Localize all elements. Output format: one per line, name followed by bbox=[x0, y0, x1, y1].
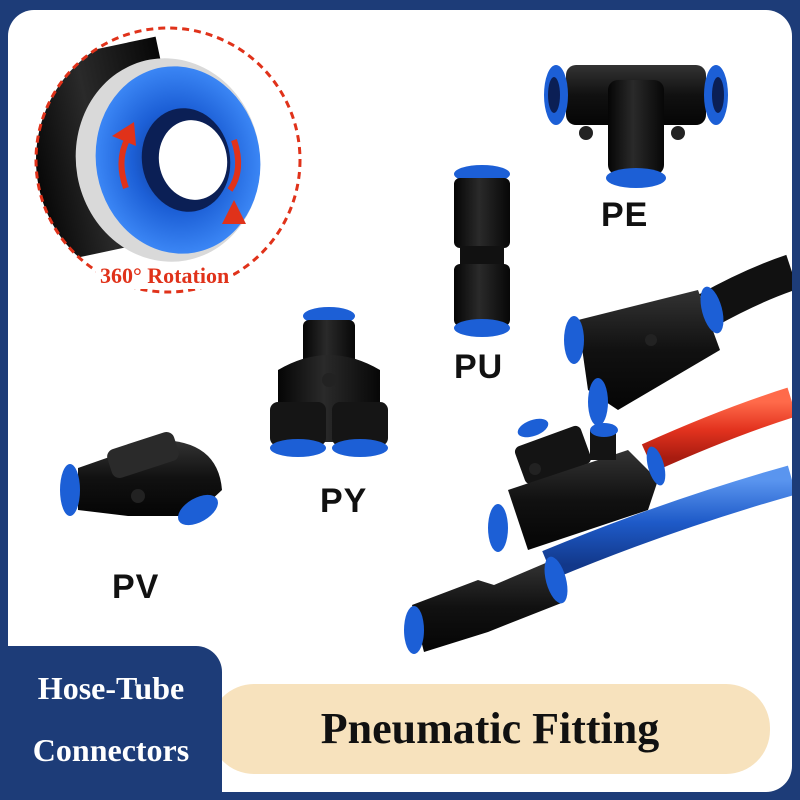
pu-label: PU bbox=[454, 348, 504, 386]
pv-label: PV bbox=[112, 568, 160, 606]
py-label: PY bbox=[320, 482, 368, 520]
product-illustration bbox=[34, 26, 792, 654]
badge-line-2: Connectors bbox=[32, 732, 190, 768]
badge-line-1: Hose-Tube bbox=[37, 670, 185, 706]
product-panel: 360° Rotation PE PU PY PV bbox=[8, 10, 792, 792]
pe-fitting bbox=[544, 65, 728, 188]
title-banner: Pneumatic Fitting bbox=[210, 684, 770, 774]
rotation-caption: 360° Rotation bbox=[96, 263, 234, 289]
rotation-detail bbox=[34, 26, 302, 294]
banner-title: Pneumatic Fitting bbox=[320, 704, 660, 753]
tube-assembly bbox=[404, 254, 792, 654]
pe-label: PE bbox=[601, 196, 649, 234]
py-fitting bbox=[270, 307, 388, 457]
pv-fitting bbox=[60, 431, 222, 526]
category-badge: Hose-Tube Connectors bbox=[0, 646, 222, 800]
pu-fitting bbox=[454, 165, 510, 337]
